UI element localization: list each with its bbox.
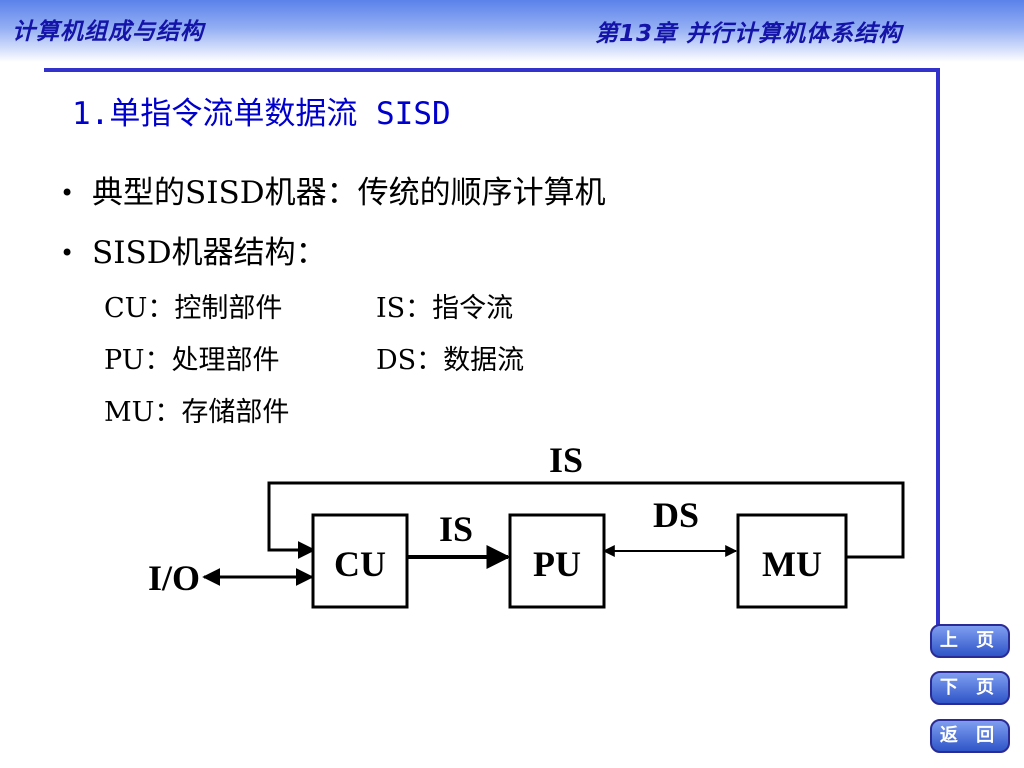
io-label: I/O: [148, 558, 200, 598]
cu-label: CU: [334, 544, 386, 584]
cu-box: [311, 513, 409, 609]
frame-right-border: [936, 68, 940, 630]
bullet-text: SISD机器结构：: [92, 235, 327, 271]
bullet-list: • 典型的SISD机器：传统的顺序计算机 • SISD机器结构：: [60, 170, 606, 290]
next-page-button[interactable]: 下 页: [930, 671, 1010, 705]
bullet-dot-icon: •: [60, 239, 75, 267]
ds-label: DS: [653, 495, 699, 535]
bullet-item: • SISD机器结构：: [60, 230, 606, 290]
mu-box: [736, 513, 848, 609]
definition-ds: DS：数据流: [376, 345, 525, 376]
is-top-label: IS: [549, 440, 583, 480]
definition-is: IS：指令流: [376, 293, 514, 324]
is-mid-label: IS: [439, 509, 473, 549]
frame-top-border: [44, 68, 940, 72]
course-title: 计算机组成与结构: [12, 19, 204, 45]
mu-label: MU: [762, 544, 822, 584]
definition-mu: MU：存储部件: [104, 397, 290, 428]
definition-row: CU：控制部件 IS：指令流: [104, 290, 524, 342]
bullet-item: • 典型的SISD机器：传统的顺序计算机: [60, 170, 606, 230]
slide-title: 1.单指令流单数据流 SISD: [72, 96, 451, 132]
bullet-text: 典型的SISD机器：传统的顺序计算机: [92, 175, 606, 211]
header-bar: [0, 0, 1024, 62]
definitions: CU：控制部件 IS：指令流 PU：处理部件 DS：数据流 MU：存储部件: [104, 290, 524, 446]
pu-box: [508, 513, 606, 609]
is-feedback-arrow: [267, 481, 905, 559]
back-button[interactable]: 返 回: [930, 719, 1010, 753]
bullet-dot-icon: •: [60, 179, 75, 207]
definition-row: PU：处理部件 DS：数据流: [104, 342, 524, 394]
definition-cu: CU：控制部件: [104, 293, 283, 324]
chapter-title: 第13章 并行计算机体系结构: [594, 21, 902, 47]
prev-page-button[interactable]: 上 页: [930, 624, 1010, 658]
definition-pu: PU：处理部件: [104, 345, 280, 376]
definition-row: MU：存储部件: [104, 394, 524, 446]
pu-label: PU: [533, 544, 581, 584]
